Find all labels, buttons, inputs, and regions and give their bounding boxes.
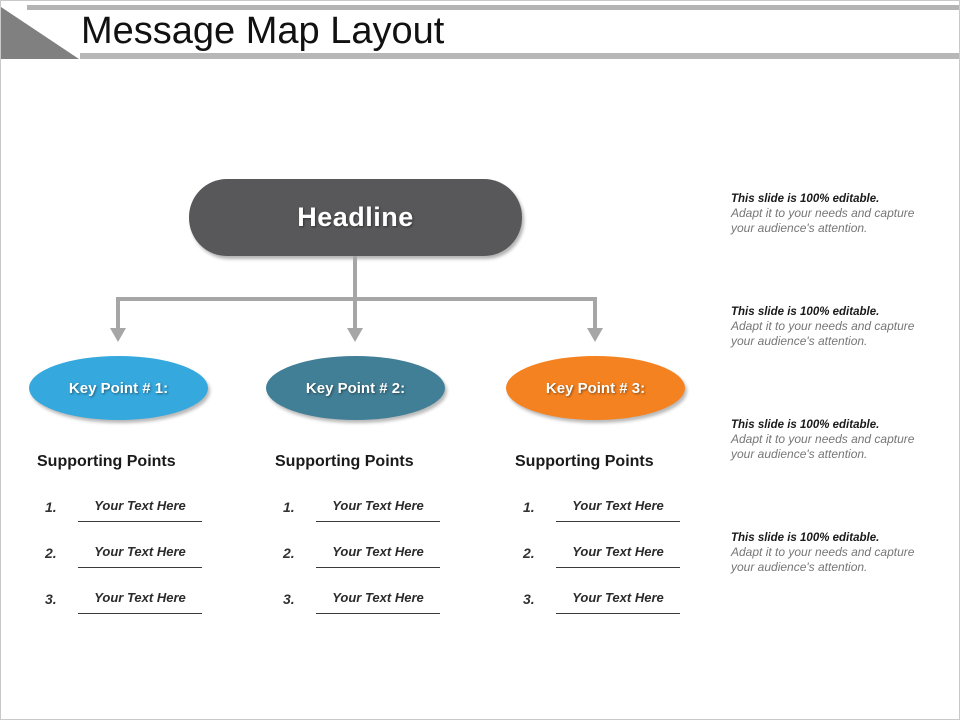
- supporting-points-heading-2: Supporting Points: [275, 453, 414, 470]
- supporting-point-value: Your Text Here: [332, 544, 424, 559]
- supporting-point-number: 3.: [523, 591, 535, 607]
- supporting-point-input[interactable]: Your Text Here: [78, 587, 202, 614]
- supporting-point-input[interactable]: Your Text Here: [78, 541, 202, 568]
- note-title: This slide is 100% editable.: [731, 419, 880, 431]
- supporting-point-number: 2.: [283, 545, 295, 561]
- title-rule-bottom: [80, 53, 959, 59]
- note-body: Adapt it to your needs and capture your …: [731, 319, 915, 348]
- title-rule-top: [27, 5, 959, 10]
- supporting-point-input[interactable]: Your Text Here: [316, 495, 440, 522]
- supporting-point-number: 2.: [45, 545, 57, 561]
- supporting-point-number: 1.: [283, 499, 295, 515]
- arrowhead-icon-2: [347, 328, 363, 342]
- note-title: This slide is 100% editable.: [731, 193, 880, 205]
- supporting-point-row: 2. Your Text Here: [31, 541, 261, 587]
- supporting-point-value: Your Text Here: [572, 544, 664, 559]
- connector-stem: [353, 256, 357, 300]
- supporting-point-value: Your Text Here: [94, 544, 186, 559]
- supporting-point-number: 2.: [523, 545, 535, 561]
- key-point-label-1: Key Point # 1:: [68, 379, 169, 397]
- supporting-point-number: 1.: [523, 499, 535, 515]
- supporting-point-number: 1.: [45, 499, 57, 515]
- supporting-point-input[interactable]: Your Text Here: [556, 495, 680, 522]
- supporting-point-row: 2. Your Text Here: [269, 541, 499, 587]
- editable-note-1: This slide is 100% editable. Adapt it to…: [731, 193, 931, 236]
- key-point-node-2[interactable]: Key Point # 2:: [266, 356, 445, 420]
- connector-drop-3: [593, 297, 597, 330]
- supporting-point-number: 3.: [283, 591, 295, 607]
- supporting-points-column-3: Supporting Points 1. Your Text Here 2. Y…: [509, 453, 739, 633]
- arrowhead-icon-1: [110, 328, 126, 342]
- connector-drop-2: [353, 297, 357, 330]
- supporting-points-column-2: Supporting Points 1. Your Text Here 2. Y…: [269, 453, 499, 633]
- editable-note-3: This slide is 100% editable. Adapt it to…: [731, 419, 931, 462]
- supporting-point-row: 3. Your Text Here: [509, 587, 739, 633]
- note-body: Adapt it to your needs and capture your …: [731, 432, 915, 461]
- supporting-point-input[interactable]: Your Text Here: [556, 541, 680, 568]
- supporting-point-input[interactable]: Your Text Here: [556, 587, 680, 614]
- supporting-point-number: 3.: [45, 591, 57, 607]
- key-point-node-1[interactable]: Key Point # 1:: [29, 356, 208, 420]
- supporting-point-value: Your Text Here: [94, 590, 186, 605]
- supporting-point-input[interactable]: Your Text Here: [316, 587, 440, 614]
- editable-note-4: This slide is 100% editable. Adapt it to…: [731, 532, 931, 575]
- supporting-points-heading-1: Supporting Points: [37, 453, 176, 470]
- key-point-label-3: Key Point # 3:: [545, 379, 646, 397]
- supporting-point-value: Your Text Here: [572, 498, 664, 513]
- supporting-point-row: 1. Your Text Here: [31, 495, 261, 541]
- note-title: This slide is 100% editable.: [731, 532, 880, 544]
- key-point-label-2: Key Point # 2:: [305, 379, 406, 397]
- supporting-points-heading-3: Supporting Points: [515, 453, 654, 470]
- supporting-point-value: Your Text Here: [332, 498, 424, 513]
- supporting-point-row: 3. Your Text Here: [31, 587, 261, 633]
- headline-node[interactable]: Headline: [189, 179, 522, 256]
- note-body: Adapt it to your needs and capture your …: [731, 545, 915, 574]
- supporting-point-input[interactable]: Your Text Here: [78, 495, 202, 522]
- page-title: Message Map Layout: [81, 10, 445, 52]
- headline-label: Headline: [297, 202, 414, 232]
- note-body: Adapt it to your needs and capture your …: [731, 206, 915, 235]
- note-title: This slide is 100% editable.: [731, 306, 880, 318]
- title-triangle-decoration: [1, 7, 79, 59]
- supporting-point-row: 1. Your Text Here: [509, 495, 739, 541]
- connector-drop-1: [116, 297, 120, 330]
- supporting-point-row: 2. Your Text Here: [509, 541, 739, 587]
- arrowhead-icon-3: [587, 328, 603, 342]
- supporting-point-value: Your Text Here: [94, 498, 186, 513]
- key-point-node-3[interactable]: Key Point # 3:: [506, 356, 685, 420]
- supporting-points-column-1: Supporting Points 1. Your Text Here 2. Y…: [31, 453, 261, 633]
- editable-note-2: This slide is 100% editable. Adapt it to…: [731, 306, 931, 349]
- supporting-point-input[interactable]: Your Text Here: [316, 541, 440, 568]
- supporting-point-row: 1. Your Text Here: [269, 495, 499, 541]
- supporting-point-value: Your Text Here: [332, 590, 424, 605]
- supporting-point-value: Your Text Here: [572, 590, 664, 605]
- supporting-point-row: 3. Your Text Here: [269, 587, 499, 633]
